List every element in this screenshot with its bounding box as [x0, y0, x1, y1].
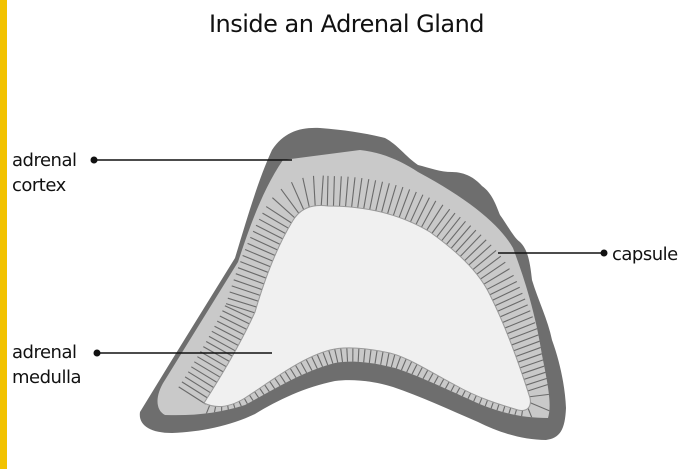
leader-cortex — [91, 157, 293, 164]
cortex-striation — [327, 176, 328, 208]
label-capsule: capsule — [612, 242, 678, 267]
label-adrenal-medulla-line1: adrenal — [12, 340, 81, 365]
label-adrenal-medulla: adrenal medulla — [12, 340, 81, 390]
label-adrenal-cortex-line1: adrenal — [12, 148, 76, 173]
label-adrenal-medulla-line2: medulla — [12, 365, 81, 390]
label-adrenal-cortex-line2: cortex — [12, 173, 76, 198]
label-adrenal-cortex: adrenal cortex — [12, 148, 76, 198]
